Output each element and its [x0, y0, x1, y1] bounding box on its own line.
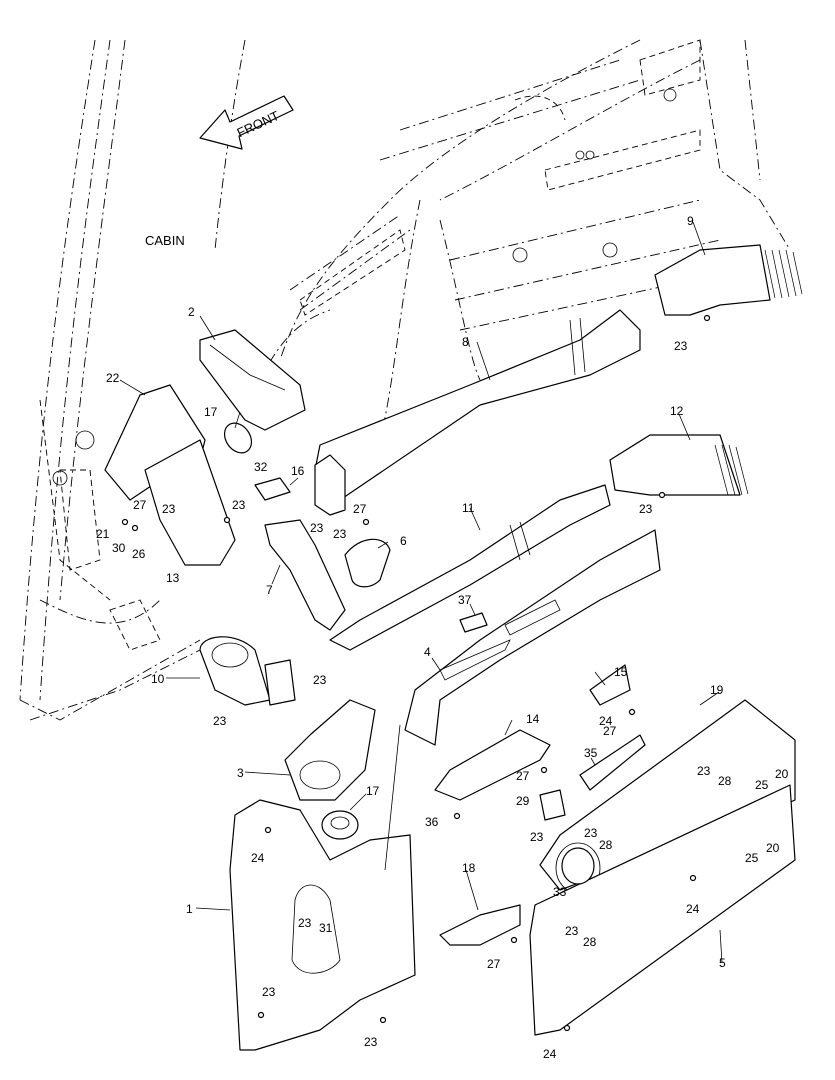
- part-8-long-duct: [314, 309, 641, 501]
- callout-10: 10: [151, 672, 165, 686]
- callout-23l: 23: [298, 916, 312, 930]
- callout-28c: 28: [583, 935, 597, 949]
- callout-13: 13: [166, 571, 180, 585]
- part-35-bracket: [579, 734, 646, 791]
- callout-6: 6: [400, 534, 407, 548]
- callout-20b: 20: [766, 841, 780, 855]
- callout-22: 22: [106, 371, 120, 385]
- part-5-panel: [529, 784, 796, 1036]
- callout-23c: 23: [232, 498, 246, 512]
- callout-27e: 27: [487, 957, 501, 971]
- callout-4: 4: [424, 645, 431, 659]
- callout-30: 30: [112, 541, 126, 555]
- callout-2: 2: [188, 305, 195, 319]
- part-6-cup: [344, 538, 391, 588]
- callout-37: 37: [458, 593, 472, 607]
- callout-24a: 24: [599, 714, 613, 728]
- part-37-switch: [459, 612, 488, 633]
- callout-14: 14: [526, 712, 540, 726]
- cabin-label: CABIN: [145, 233, 185, 248]
- callout-33: 33: [553, 885, 567, 899]
- callout-23j: 23: [530, 830, 544, 844]
- callout-18: 18: [462, 861, 476, 875]
- cabin-outline: [19, 39, 791, 721]
- callout-17b: 17: [366, 784, 380, 798]
- callout-23e: 23: [310, 521, 324, 535]
- part-3-duct: [284, 699, 376, 801]
- callout-24b: 24: [251, 851, 265, 865]
- callout-17a: 17: [204, 405, 218, 419]
- callout-23g: 23: [313, 673, 327, 687]
- callout-1: 1: [186, 902, 193, 916]
- callout-7: 7: [266, 583, 273, 597]
- callout-27b: 27: [353, 502, 367, 516]
- callout-19: 19: [710, 683, 724, 697]
- callout-28b: 28: [599, 838, 613, 852]
- callout-27c: 27: [603, 724, 617, 738]
- part-29-clip: [539, 789, 566, 821]
- part-7-duct: [264, 519, 346, 631]
- part-13-duct: [144, 439, 236, 566]
- callout-8: 8: [462, 335, 469, 349]
- part-15-bracket: [589, 664, 631, 706]
- callout-28a: 28: [718, 774, 732, 788]
- callout-25a: 25: [755, 778, 769, 792]
- callout-36: 36: [425, 815, 439, 829]
- callout-23h: 23: [213, 714, 227, 728]
- callout-15: 15: [614, 665, 628, 679]
- part-10-vent: [199, 636, 271, 706]
- callout-20a: 20: [775, 767, 789, 781]
- part-17-grommet-lower: [321, 810, 359, 840]
- callout-23n: 23: [262, 985, 276, 999]
- callout-23m: 23: [565, 924, 579, 938]
- callout-29: 29: [516, 794, 530, 808]
- fasteners: [121, 314, 711, 1032]
- part-11-long-duct: [329, 484, 611, 651]
- callout-31: 31: [319, 921, 333, 935]
- callout-9: 9: [687, 214, 694, 228]
- callout-23p: 24: [543, 1047, 557, 1061]
- part-1-panel: [229, 799, 416, 1051]
- leader-lines: [119, 221, 723, 964]
- callout-24c: 24: [686, 902, 700, 916]
- callout-27d: 27: [516, 769, 530, 783]
- callout-labels: 1 2 3 4 5 6 7 8 9 10 11 12 13 14 15 16 1…: [96, 214, 789, 1061]
- part-18-bracket: [439, 904, 521, 946]
- part-14-bracket: [434, 729, 551, 801]
- callout-23f: 23: [333, 527, 347, 541]
- part-17-grommet-upper: [223, 422, 253, 454]
- part-32-grille: [254, 477, 291, 501]
- callout-26: 26: [132, 547, 146, 561]
- callout-16: 16: [291, 464, 305, 478]
- callout-3: 3: [237, 766, 244, 780]
- part-33-ring: [561, 847, 595, 885]
- callout-32: 32: [254, 460, 268, 474]
- part-8-end-fitting: [314, 454, 346, 516]
- callout-5: 5: [719, 956, 726, 970]
- callout-23o: 23: [364, 1035, 378, 1049]
- callout-12: 12: [670, 404, 684, 418]
- callout-23d: 23: [162, 502, 176, 516]
- callout-27a: 27: [133, 498, 147, 512]
- part-2-duct-cover: [199, 329, 306, 431]
- callout-35: 35: [584, 746, 598, 760]
- callout-25b: 25: [745, 851, 759, 865]
- callout-23k: 23: [584, 826, 598, 840]
- part-12-elbow: [609, 434, 741, 496]
- callout-11: 11: [462, 501, 475, 515]
- front-arrow: FRONT: [199, 95, 294, 150]
- part-4-panel: [404, 529, 661, 746]
- callout-23b: 23: [639, 502, 653, 516]
- part-9-elbow: [654, 244, 771, 316]
- callout-23a: 23: [674, 339, 688, 353]
- callout-23i: 23: [697, 764, 711, 778]
- callout-21: 21: [96, 527, 110, 541]
